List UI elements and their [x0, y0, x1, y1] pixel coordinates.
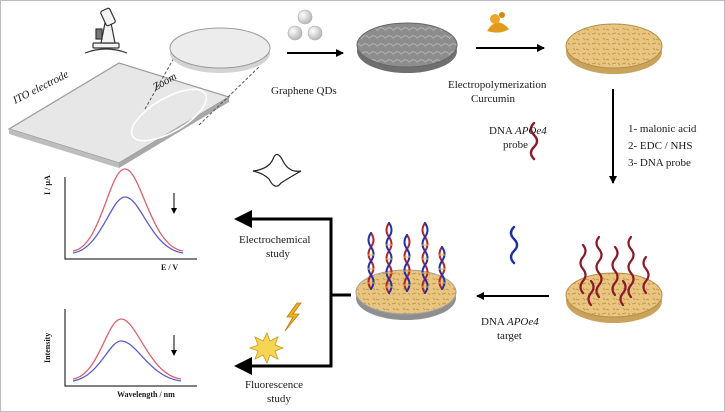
cyclic-voltammogram-icon — [252, 153, 302, 187]
curcumin-powder-icon — [487, 12, 509, 33]
curcumin-label: Curcumin — [471, 93, 515, 105]
microscope-icon — [84, 7, 128, 54]
voltammetry-plot — [64, 168, 197, 260]
target-gene-text: APOe4 — [506, 316, 539, 328]
curve-after — [72, 196, 184, 254]
probe-dna-text: DNA — [489, 125, 513, 137]
light-flash-icon — [248, 302, 302, 364]
voltammetry-xlabel: E / V — [161, 263, 179, 272]
graphene-qds-label: Graphene QDs — [271, 85, 337, 97]
graphene-disk — [356, 22, 458, 73]
probe-label: DNA APOe4 — [489, 125, 547, 138]
probe-disk — [565, 235, 663, 323]
electrochemical-study-label: study — [266, 248, 290, 260]
fluorescence-label: Fluorescence — [245, 379, 304, 391]
fluorescence-plot — [64, 309, 197, 387]
curcumin-disk — [565, 23, 663, 74]
probe-word-label: probe — [503, 139, 529, 151]
ito-electrode — [7, 62, 231, 168]
target-label: DNA APOe4 — [481, 316, 539, 329]
graphene-qd-spheres-icon — [287, 9, 323, 41]
curve-after — [72, 340, 182, 382]
fluorescence-xlabel: Wavelength / nm — [117, 390, 175, 399]
electropolymerization-label: Electropolymerization — [448, 79, 547, 91]
curve-before — [72, 168, 184, 252]
target-dna-text: DNA — [481, 316, 505, 328]
step-1-label: 1- malonic acid — [628, 123, 697, 135]
curve-before — [72, 318, 182, 380]
step-3-label: 3- DNA probe — [628, 157, 691, 169]
fluorescence-ylabel: Intensity — [43, 332, 52, 363]
hybridized-disk — [355, 222, 457, 320]
electrochemical-label: Electrochemical — [239, 234, 311, 246]
fluorescence-study-label: study — [267, 393, 291, 405]
probe-strand-icon — [529, 121, 539, 161]
probe-gene-text: APOe4 — [514, 125, 547, 137]
zoomed-disk — [169, 27, 271, 73]
bracket-arrows — [234, 210, 351, 375]
target-word-label: target — [497, 330, 522, 342]
step-2-label: 2- EDC / NHS — [628, 140, 693, 152]
target-strand-icon — [509, 225, 519, 265]
voltammetry-ylabel: I / µA — [43, 175, 52, 195]
